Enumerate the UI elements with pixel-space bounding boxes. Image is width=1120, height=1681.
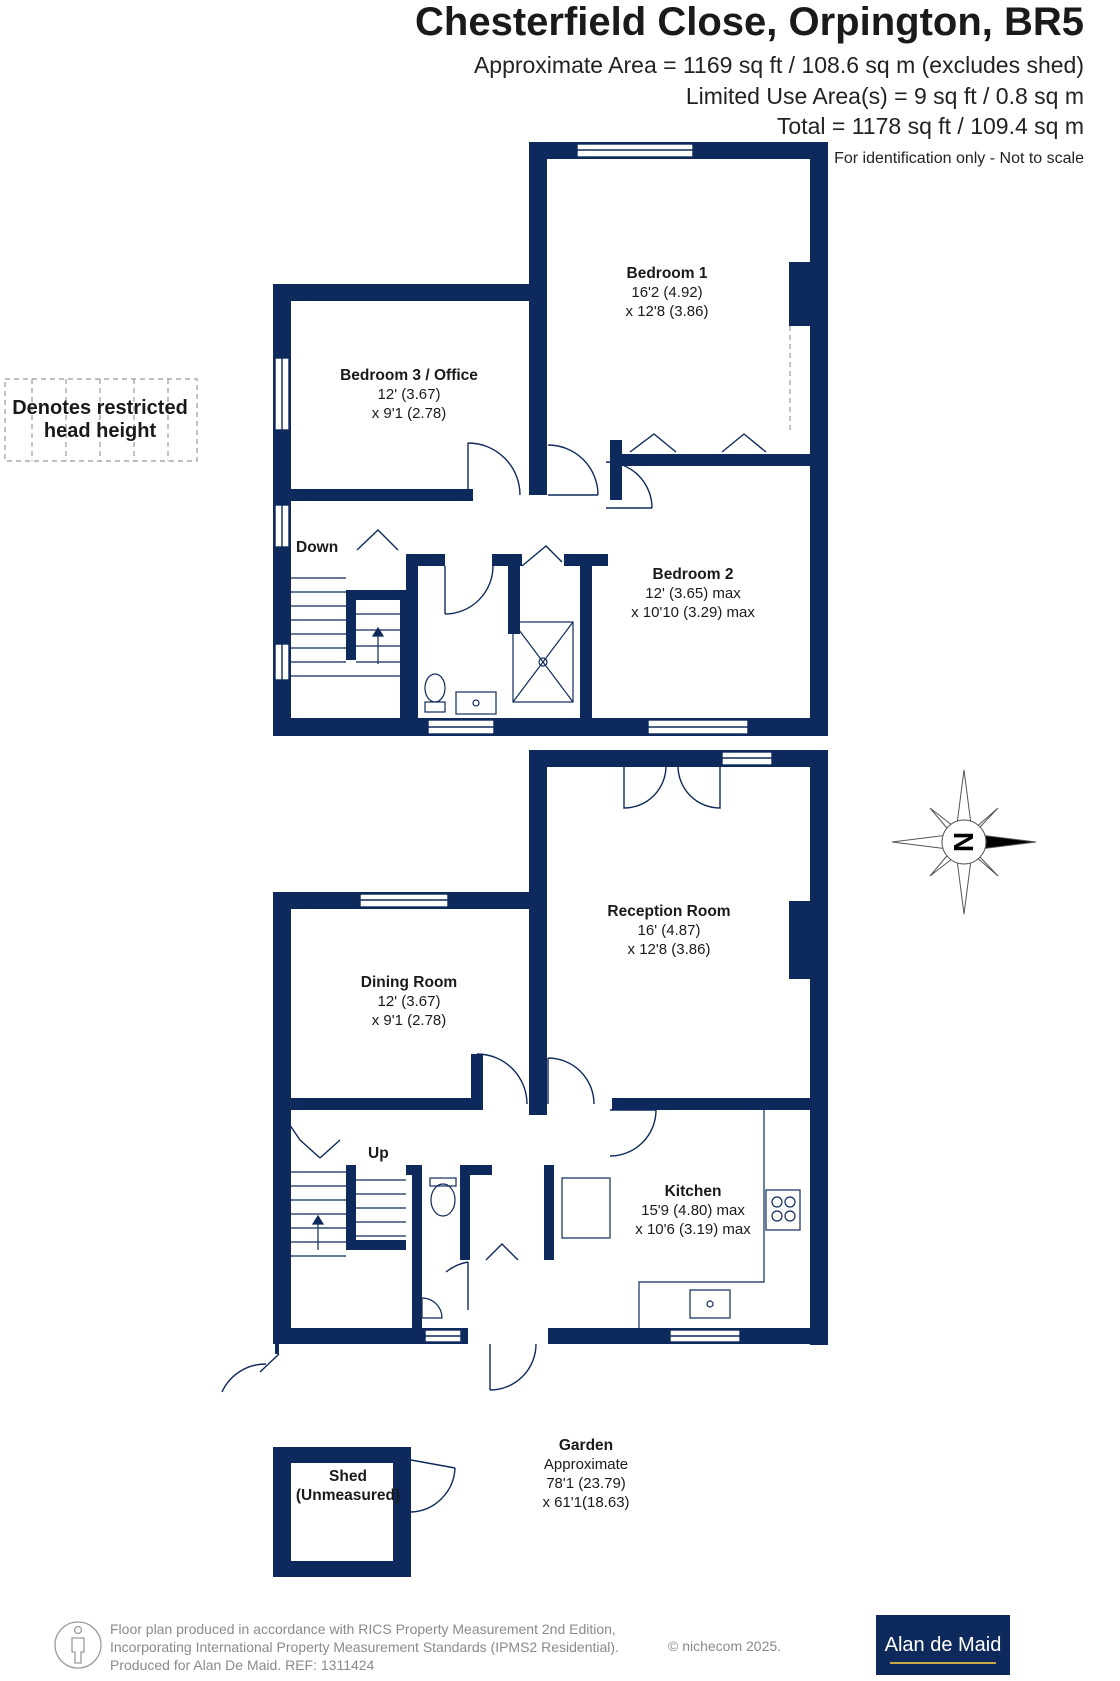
approximate-area: Approximate Area = 1169 sq ft / 108.6 sq…: [473, 52, 1084, 78]
bedroom-2-label: Bedroom 2 12' (3.65) max x 10'10 (3.29) …: [631, 566, 755, 621]
reception-room-label: Reception Room 16' (4.87) x 12'8 (3.86): [607, 903, 730, 958]
svg-text:Shed: Shed: [329, 1468, 367, 1485]
svg-text:x 12'8 (3.86): x 12'8 (3.86): [626, 303, 709, 320]
svg-text:x 9'1 (2.78): x 9'1 (2.78): [372, 405, 447, 422]
brand-underline: [890, 1662, 996, 1664]
ground-floor-staircase: [291, 1171, 406, 1257]
shed-label: Shed (Unmeasured): [296, 1468, 400, 1504]
total-area: Total = 1178 sq ft / 109.4 sq m: [776, 113, 1084, 139]
person-icon: [54, 1621, 102, 1669]
garden-label: Garden Approximate 78'1 (23.79) x 61'1(1…: [542, 1437, 629, 1511]
bedroom-3-label: Bedroom 3 / Office 12' (3.67) x 9'1 (2.7…: [340, 367, 478, 422]
restricted-height-legend: [4, 378, 198, 462]
svg-text:x 10'6 (3.19) max: x 10'6 (3.19) max: [635, 1221, 751, 1238]
bedroom-1-label: Bedroom 1 16'2 (4.92) x 12'8 (3.86): [626, 265, 709, 320]
first-floor-doors: [356, 433, 767, 615]
svg-text:x 12'8 (3.86): x 12'8 (3.86): [628, 941, 711, 958]
stairs-down-label: Down: [296, 539, 338, 556]
svg-text:Bedroom 1: Bedroom 1: [627, 265, 708, 282]
svg-text:15'9 (4.80) max: 15'9 (4.80) max: [641, 1202, 745, 1219]
svg-text:(Unmeasured): (Unmeasured): [296, 1487, 400, 1504]
svg-text:Approximate: Approximate: [544, 1456, 628, 1473]
stairs-up-label: Up: [368, 1145, 389, 1162]
svg-text:Bedroom 2: Bedroom 2: [653, 566, 734, 583]
footer-disclaimer: Floor plan produced in accordance with R…: [110, 1621, 619, 1673]
scale-note: For identification only - Not to scale: [834, 150, 1084, 167]
limited-use-area: Limited Use Area(s) = 9 sq ft / 0.8 sq m: [685, 83, 1084, 109]
ground-floor-doors: [221, 756, 721, 1513]
kitchen-label: Kitchen 15'9 (4.80) max x 10'6 (3.19) ma…: [635, 1183, 751, 1238]
svg-text:12' (3.67): 12' (3.67): [378, 386, 441, 403]
brand-logo: Alan de Maid: [876, 1615, 1010, 1675]
ground-floor-windows: [359, 751, 773, 1343]
copyright: © nichecom 2025.: [668, 1638, 782, 1654]
svg-text:Garden: Garden: [559, 1437, 613, 1454]
first-floor-bathroom-fixtures: [424, 621, 574, 715]
kitchen-fixtures: [421, 1110, 801, 1328]
svg-text:16'2 (4.92): 16'2 (4.92): [631, 284, 702, 301]
first-floor-walls: [273, 142, 828, 736]
svg-text:Dining Room: Dining Room: [361, 974, 457, 991]
svg-text:x 9'1 (2.78): x 9'1 (2.78): [372, 1012, 447, 1029]
compass-icon: [891, 769, 1037, 915]
svg-text:12' (3.65) max: 12' (3.65) max: [645, 585, 741, 602]
svg-text:Reception Room: Reception Room: [607, 903, 730, 920]
svg-text:16' (4.87): 16' (4.87): [638, 922, 701, 939]
svg-text:x 10'10 (3.29) max: x 10'10 (3.29) max: [631, 604, 755, 621]
dining-room-label: Dining Room 12' (3.67) x 9'1 (2.78): [361, 974, 457, 1029]
first-floor-staircase: [291, 577, 402, 677]
restricted-height-legend-text: Denotes restricted head height: [12, 397, 188, 442]
svg-text:12' (3.67): 12' (3.67): [378, 993, 441, 1010]
svg-text:78'1 (23.79): 78'1 (23.79): [546, 1475, 626, 1492]
svg-text:Kitchen: Kitchen: [665, 1183, 722, 1200]
svg-text:Bedroom 3 / Office: Bedroom 3 / Office: [340, 367, 478, 384]
svg-text:x 61'1(18.63): x 61'1(18.63): [542, 1494, 629, 1511]
compass-label: N: [948, 832, 979, 852]
first-floor-windows: [274, 143, 749, 735]
ground-floor-walls: [273, 750, 828, 1577]
page-title: Chesterfield Close, Orpington, BR5: [415, 0, 1084, 44]
